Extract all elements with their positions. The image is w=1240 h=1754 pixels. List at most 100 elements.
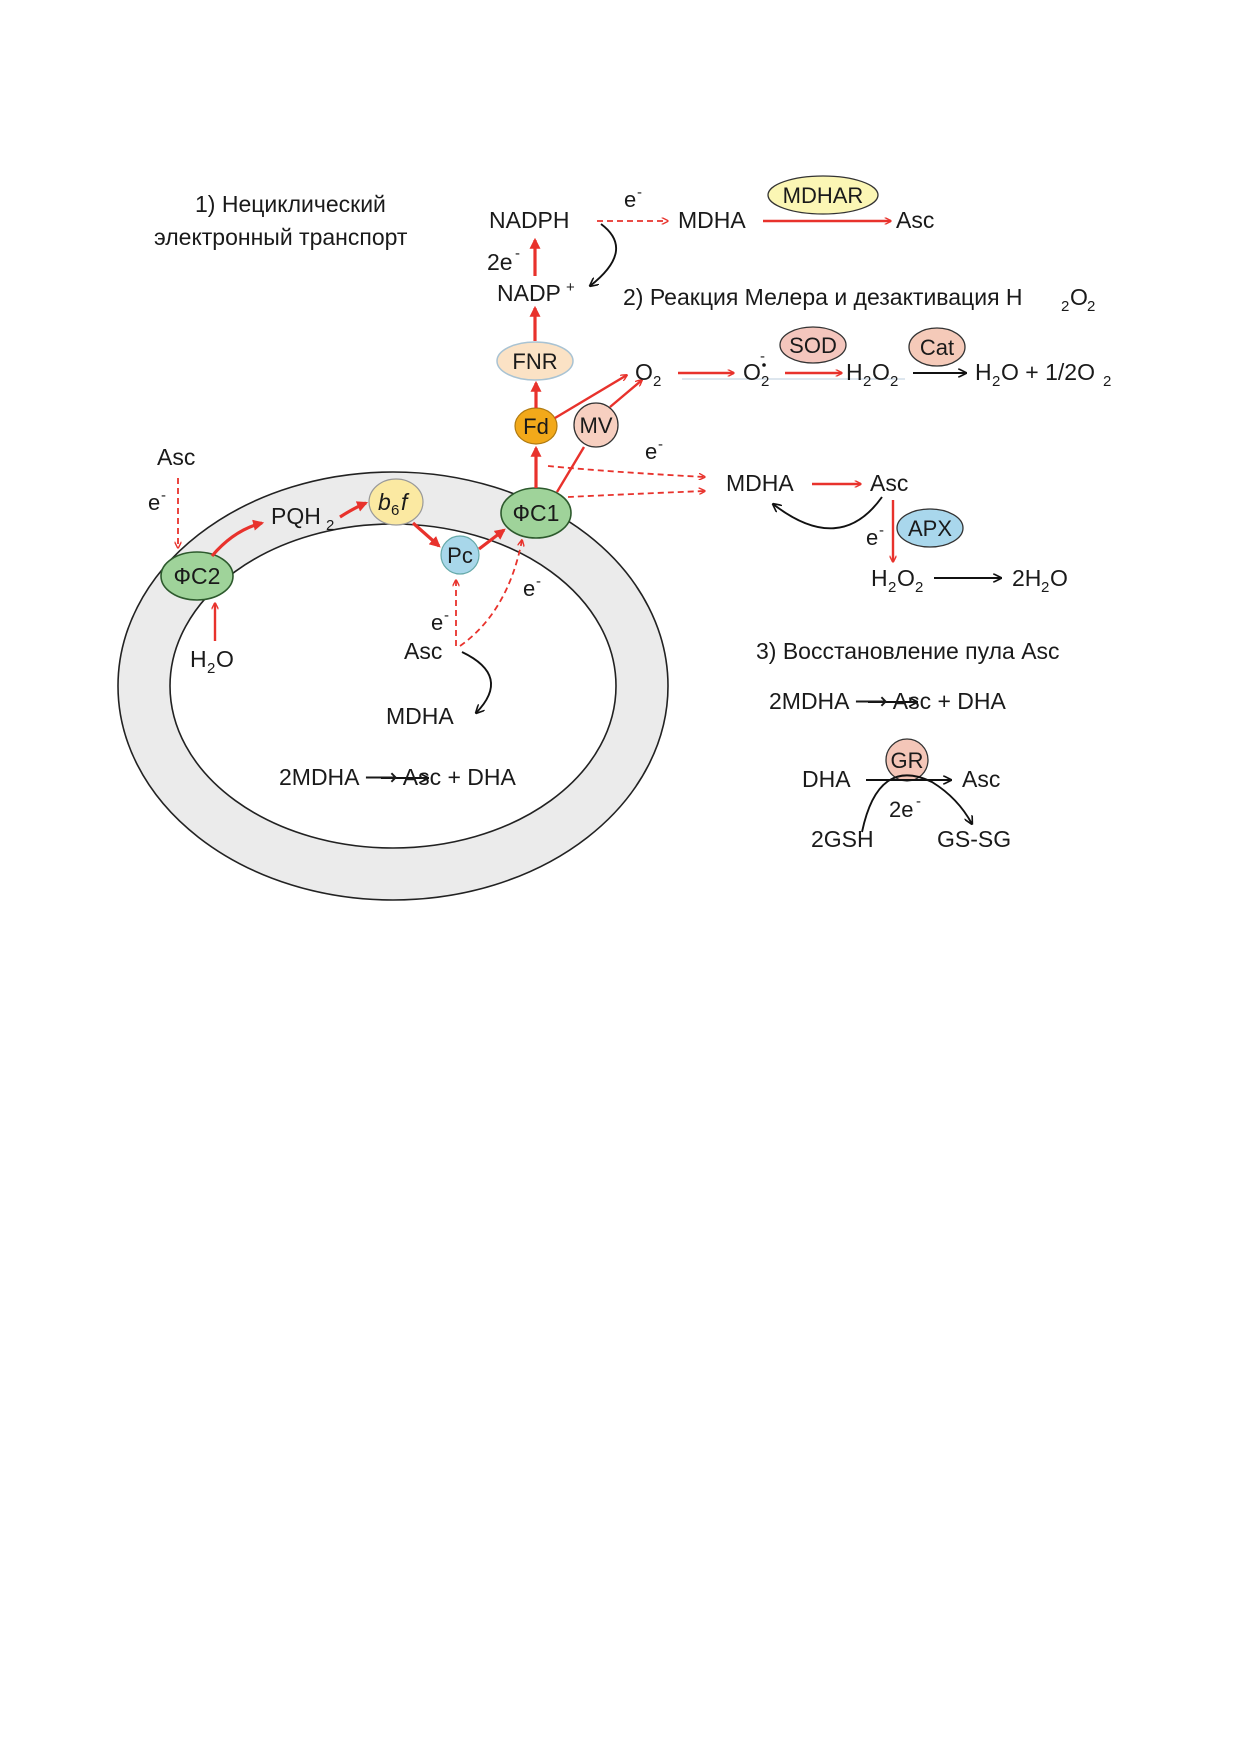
svg-text:O: O (872, 359, 890, 385)
mdhar-label: MDHAR (783, 183, 864, 208)
e-nadph-label: e - (624, 184, 642, 212)
svg-text:H: H (975, 359, 992, 385)
asc-top: Asc (896, 207, 934, 233)
asc-lumen: Asc (404, 638, 442, 664)
nadp-label: NADP + (497, 279, 575, 306)
svg-text:e: e (148, 490, 160, 515)
e-lumen2-label: e - (523, 573, 541, 601)
svg-text:2: 2 (1061, 298, 1069, 315)
b6f-f: f (401, 489, 410, 515)
asc-gr-label: Asc (962, 766, 1000, 792)
section2-heading: 2) Реакция Мелера и дезактивация H 2 O 2 (623, 284, 1095, 315)
svg-text:-: - (444, 607, 449, 624)
dha-label: DHA (802, 766, 851, 792)
svg-text:O + 1/2O: O + 1/2O (1001, 359, 1095, 385)
nadph-label: NADPH (489, 207, 570, 233)
arrow-pqh2-b6f (339, 501, 369, 519)
fnr-node: FNR (496, 341, 574, 381)
apx-node: APX (896, 508, 964, 548)
svg-text:2: 2 (1103, 373, 1111, 390)
arrow-pc-ps1 (478, 528, 506, 551)
svg-text:-: - (879, 522, 884, 539)
gsh-label: 2GSH (811, 826, 874, 852)
svg-text:H: H (190, 646, 207, 672)
apx-label: APX (908, 516, 952, 541)
svg-text:-: - (161, 487, 166, 504)
svg-text:-: - (760, 348, 765, 365)
svg-text:2: 2 (761, 373, 769, 390)
arrow-asc-mdha-return (773, 496, 883, 530)
svg-text:-: - (916, 793, 921, 810)
svg-text:O: O (897, 565, 915, 591)
lumen-equation: 2MDHA ⟶ Asc + DHA (279, 764, 516, 790)
arrow-b6f-pc (411, 521, 441, 548)
thylakoid-membrane (117, 471, 669, 901)
section2-heading-text: 2) Реакция Мелера и дезактивация H (623, 284, 1023, 310)
svg-text:-: - (637, 184, 642, 201)
fd-label: Fd (523, 414, 549, 439)
section1-heading-line1: 1) Нециклический (195, 191, 386, 217)
ps1-node: ФС1 (500, 487, 572, 539)
svg-text:e: e (431, 610, 443, 635)
two-h2o-label: 2H 2 O (1012, 565, 1068, 596)
mdha-mid: MDHA (726, 470, 794, 496)
h2o-inner-label: H 2 O (190, 646, 234, 677)
svg-text:2: 2 (1087, 298, 1095, 315)
svg-text:2e: 2e (889, 797, 913, 822)
svg-text:2: 2 (1041, 579, 1049, 596)
b6f-node: b 6 f (368, 478, 424, 526)
arrow-asc-ps1 (459, 540, 522, 647)
mv-node: MV (573, 402, 619, 448)
arrow-fd-o2 (554, 375, 627, 420)
pool-equation: 2MDHA ⟶ Asc + DHA (769, 688, 1006, 714)
pqh2-label: PQH 2 (271, 503, 334, 534)
asc-mid: Asc (870, 470, 908, 496)
arrow-ps1-mv-o2 (555, 380, 642, 493)
fnr-label: FNR (512, 349, 557, 374)
b6f-sub: 6 (391, 502, 399, 519)
cat-label: Cat (920, 335, 954, 360)
svg-text:O: O (1050, 565, 1068, 591)
arrow-gsh-gssg (861, 774, 972, 833)
e-lumen1-label: e - (431, 607, 449, 635)
svg-text:PQH: PQH (271, 503, 321, 529)
svg-text:-: - (536, 573, 541, 590)
pc-label: Pc (447, 543, 473, 568)
svg-text:2: 2 (888, 579, 896, 596)
svg-text:2: 2 (890, 373, 898, 390)
svg-text:H: H (846, 359, 863, 385)
svg-text:O: O (216, 646, 234, 672)
b6f-b: b (378, 489, 391, 515)
svg-text:2: 2 (326, 517, 334, 534)
cat-node: Cat (908, 327, 966, 367)
svg-text:2e: 2e (487, 249, 513, 275)
svg-text:e: e (866, 525, 878, 550)
arrow-nadph-nadp-return (590, 223, 617, 286)
two-e-gr-label: 2e - (889, 793, 921, 822)
arrow-ps2-pqh2 (210, 519, 265, 558)
pc-node: Pc (440, 535, 480, 575)
svg-text:2: 2 (863, 373, 871, 390)
sod-node: SOD (779, 326, 847, 364)
h2o2-apx-label: H 2 O 2 (871, 565, 923, 596)
mdha-lumen: MDHA (386, 703, 454, 729)
section1-heading-line2: электронный транспорт (154, 224, 408, 250)
ps1-label: ФС1 (513, 500, 560, 526)
arrow-ps1-mdha-2 (567, 491, 705, 498)
svg-text:e: e (523, 576, 535, 601)
e-left-label: e - (148, 487, 166, 515)
svg-text:O: O (743, 359, 761, 385)
svg-text:-: - (515, 245, 520, 262)
h2o2-mid-label: H 2 O 2 (846, 359, 898, 390)
svg-text:2H: 2H (1012, 565, 1041, 591)
o2-label: O 2 (635, 359, 661, 390)
arrow-ps1-mdha-1 (547, 465, 705, 477)
svg-text:2: 2 (653, 373, 661, 390)
mv-label: MV (580, 413, 613, 438)
svg-text:+: + (566, 279, 575, 296)
gr-node: GR (885, 738, 929, 782)
ps2-label: ФС2 (174, 563, 221, 589)
o2-radical-label: O 2 - (743, 348, 769, 390)
section3-heading: 3) Восстановление пула Asc (756, 638, 1060, 664)
